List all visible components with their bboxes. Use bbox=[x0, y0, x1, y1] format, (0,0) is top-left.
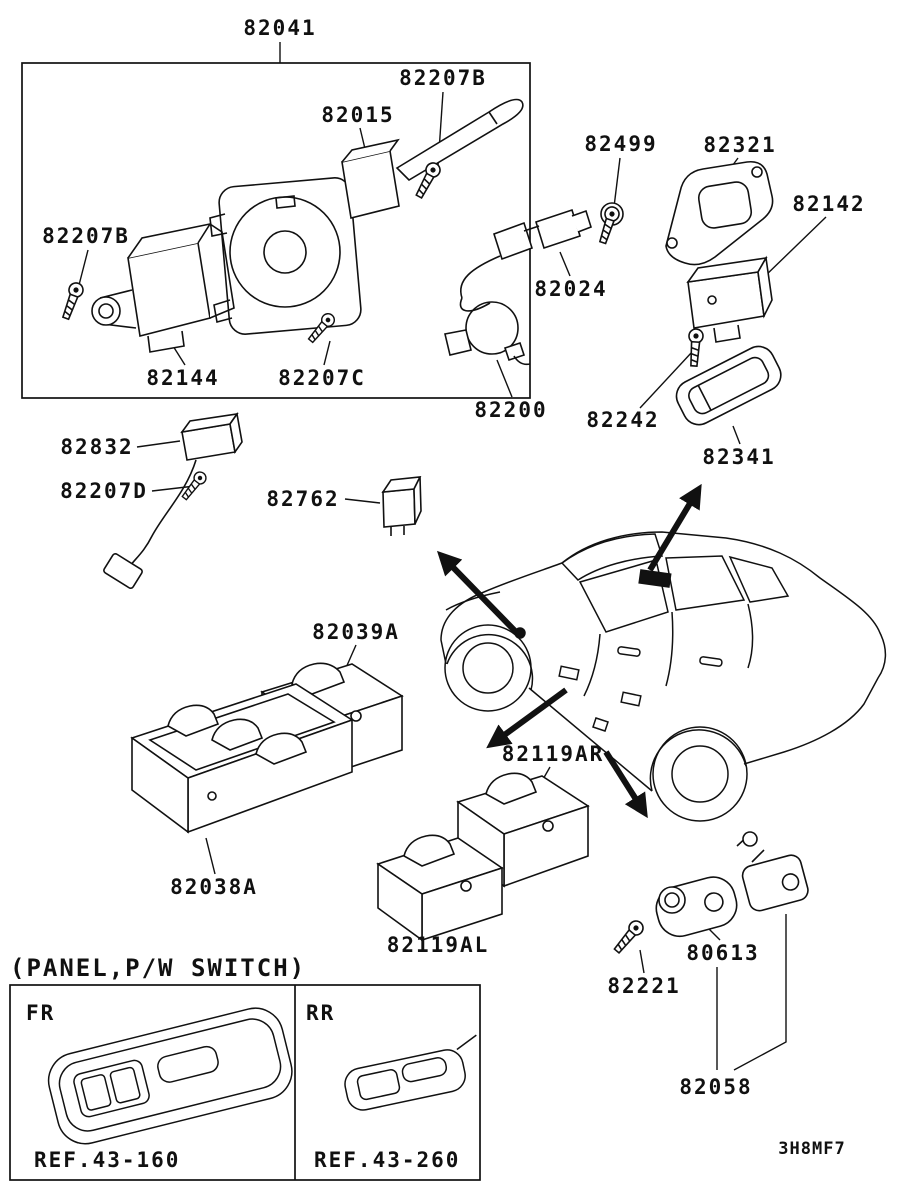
part-82119al-drawing bbox=[376, 834, 504, 942]
part-82832-drawing bbox=[103, 411, 243, 590]
part-label-82015: 82015 bbox=[321, 103, 395, 127]
part-label-82041: 82041 bbox=[243, 16, 317, 40]
screws bbox=[58, 159, 705, 957]
part-82200-drawing bbox=[444, 255, 531, 366]
part-label-82832: 82832 bbox=[60, 435, 134, 459]
part-label-82200: 82200 bbox=[474, 398, 548, 422]
part-80613-drawing bbox=[655, 876, 738, 938]
diagram-code: 3H8MF7 bbox=[778, 1139, 846, 1159]
part-82144-drawing bbox=[91, 222, 235, 353]
part-82038a-drawing bbox=[130, 683, 354, 834]
assembly-box-82041 bbox=[21, 62, 531, 399]
part-label-82221: 82221 bbox=[607, 974, 681, 998]
part-label-82242: 82242 bbox=[586, 408, 660, 432]
part-82341-drawing bbox=[675, 345, 782, 426]
part-label-80613: 80613 bbox=[686, 941, 760, 965]
part-label-82341: 82341 bbox=[702, 445, 776, 469]
fr-panel-drawing bbox=[47, 1007, 293, 1145]
part-label-82142: 82142 bbox=[792, 192, 866, 216]
fr-label: FR bbox=[26, 1001, 56, 1025]
part-82142-drawing bbox=[686, 255, 773, 343]
clock-spring-drawing bbox=[209, 177, 362, 335]
part-label-82207d: 82207D bbox=[60, 479, 148, 503]
rr-label: RR bbox=[306, 1001, 336, 1025]
panel-switch-box bbox=[9, 984, 481, 1181]
panel-section-title: (PANEL,P/W SWITCH) bbox=[10, 954, 307, 982]
fr-reference: REF.43-160 bbox=[34, 1148, 181, 1172]
part-82321-drawing bbox=[665, 160, 774, 266]
part-label-82119al: 82119AL bbox=[386, 933, 490, 957]
rr-panel-drawing bbox=[344, 1034, 477, 1111]
leader-lines bbox=[78, 42, 827, 1071]
part-label-82207b-left: 82207B bbox=[42, 224, 130, 248]
part-82024-drawing bbox=[493, 208, 592, 261]
part-label-82039a: 82039A bbox=[312, 620, 400, 644]
part-label-82207b-top: 82207B bbox=[399, 66, 487, 90]
part-label-82762: 82762 bbox=[266, 487, 340, 511]
part-82058-drawing bbox=[736, 831, 809, 912]
part-label-82024: 82024 bbox=[534, 277, 608, 301]
part-82015-drawing bbox=[341, 98, 524, 219]
rr-reference: REF.43-260 bbox=[314, 1148, 461, 1172]
part-label-82499: 82499 bbox=[584, 132, 658, 156]
pointer-arrows bbox=[436, 483, 702, 819]
part-label-82119ar: 82119AR bbox=[501, 742, 605, 766]
part-label-82038a: 82038A bbox=[170, 875, 258, 899]
car-drawing bbox=[440, 531, 887, 822]
part-label-82058: 82058 bbox=[679, 1075, 753, 1099]
part-label-82321: 82321 bbox=[703, 133, 777, 157]
part-label-82207c: 82207C bbox=[278, 366, 366, 390]
part-label-82144: 82144 bbox=[146, 366, 220, 390]
part-82762-drawing bbox=[381, 476, 422, 536]
